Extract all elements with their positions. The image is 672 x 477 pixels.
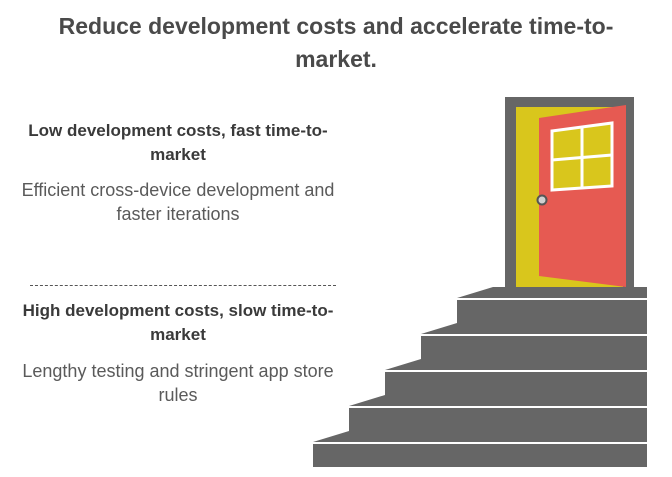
staircase <box>313 287 647 467</box>
stair-tread <box>313 431 647 442</box>
door-knob-icon <box>536 194 548 206</box>
stair-step <box>421 336 647 359</box>
stair-tread <box>457 287 647 298</box>
stair-step <box>385 372 647 395</box>
page-title: Reduce development costs and accelerate … <box>58 13 614 72</box>
stair-tread <box>385 359 647 370</box>
bottom-level-block: High development costs, slow time-to-mar… <box>18 299 338 407</box>
door-window <box>550 121 614 192</box>
stair-step <box>457 300 647 323</box>
level-divider <box>30 285 336 286</box>
stair-tread <box>421 323 647 334</box>
bottom-level-description: Lengthy testing and stringent app store … <box>22 361 334 405</box>
bottom-level-heading: High development costs, slow time-to-mar… <box>22 301 334 344</box>
top-level-heading: Low development costs, fast time-to-mark… <box>28 121 328 164</box>
top-level-block: Low development costs, fast time-to-mark… <box>18 119 338 226</box>
stair-tread <box>349 395 647 406</box>
stair-step <box>349 408 647 431</box>
top-level-description: Efficient cross-device development and f… <box>21 180 335 224</box>
stair-step <box>313 444 647 467</box>
